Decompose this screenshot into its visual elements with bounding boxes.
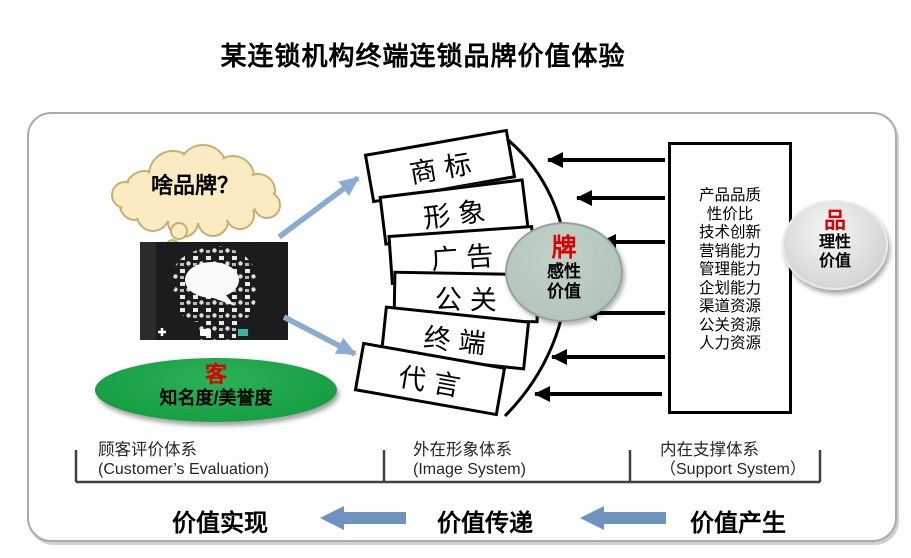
- thought-bubble-text: 啥品牌？: [150, 173, 239, 198]
- customer-tag: 客: [204, 362, 227, 387]
- system-label-customer-evaluation: 顾客评价体系 (Customer’s Evaluation): [98, 441, 269, 479]
- rational-line: 价值: [818, 253, 851, 270]
- rational-line: 理性: [818, 234, 851, 251]
- support-item: 公关资源: [698, 316, 761, 334]
- flow-label-value-realization: 价值实现: [172, 510, 268, 537]
- support-box: 产品品质 性价比 技术创新 营销能力 管理能力 企划能力 渠道资源 公关资源 人…: [668, 142, 792, 414]
- flow-label-value-transfer: 价值传递: [437, 510, 533, 537]
- customer-ellipse: 客 知名度/美誉度: [95, 358, 337, 422]
- page-title: 某连锁机构终端连锁品牌价值体验: [220, 41, 626, 71]
- emotional-line: 价值: [547, 282, 581, 301]
- emotional-line: 感性: [547, 262, 581, 281]
- customer-label: 知名度/美誉度: [159, 388, 273, 408]
- system-label-en: （Support System）: [660, 461, 806, 478]
- emotional-value-circle: 牌 感性 价值: [505, 222, 623, 322]
- thought-bubble-icon: [111, 144, 281, 238]
- system-label-en: (Image System): [413, 461, 526, 478]
- system-label-zh: 顾客评价体系: [98, 441, 197, 459]
- system-label-zh: 外在形象体系: [413, 441, 512, 459]
- rational-tag: 品: [823, 208, 846, 233]
- system-label-en: (Customer’s Evaluation): [98, 461, 270, 478]
- thought-trail-dot: [170, 222, 188, 240]
- diagram-panel: [27, 112, 897, 542]
- brand-box-label: 代言: [396, 361, 471, 404]
- support-item: 渠道资源: [698, 298, 761, 315]
- system-label-support-system: 内在支撑体系 （Support System）: [660, 441, 806, 479]
- flow-label-value-creation: 价值产生: [690, 510, 786, 537]
- support-item: 管理能力: [698, 261, 761, 278]
- consumer-head-image: [140, 242, 288, 340]
- support-item: 企划能力: [698, 279, 761, 297]
- emotional-tag: 牌: [551, 234, 577, 262]
- support-item: 性价比: [706, 205, 754, 223]
- support-item: 人力资源: [698, 335, 761, 352]
- system-label-image-system: 外在形象体系 (Image System): [413, 441, 526, 479]
- support-item: 营销能力: [698, 242, 761, 260]
- support-item: 产品品质: [698, 187, 761, 204]
- rational-value-ellipse: 品 理性 价值: [782, 200, 888, 290]
- system-label-zh: 内在支撑体系: [660, 441, 759, 459]
- support-item: 技术创新: [698, 224, 761, 241]
